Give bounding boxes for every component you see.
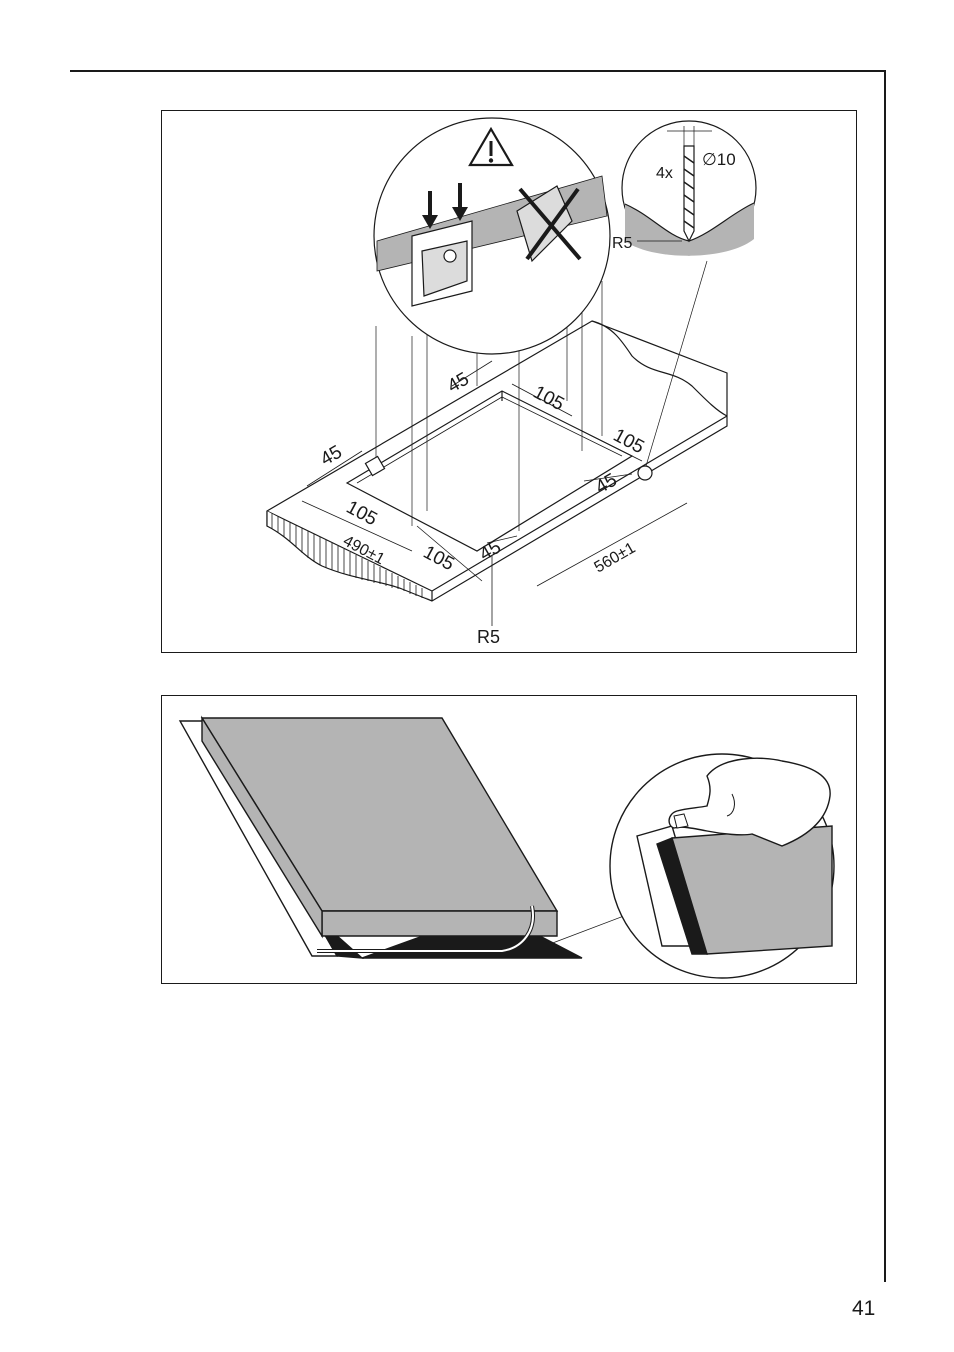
dim-depth-560: 560±1 [592, 540, 639, 577]
dim-45-left: 45 [317, 442, 346, 471]
drill-radius: R5 [612, 235, 633, 252]
top-rule [70, 70, 886, 72]
page-number: 41 [852, 1296, 875, 1322]
sealing-strip-drawing [162, 696, 856, 983]
cutout-dimension-drawing: 45 105 105 45 45 105 105 45 490±1 560±1 … [162, 111, 856, 652]
right-margin-rule [884, 70, 886, 1282]
drill-diameter: ∅10 [702, 150, 736, 169]
dim-radius-corner: R5 [477, 627, 500, 647]
cutout-dimension-figure: 45 105 105 45 45 105 105 45 490±1 560±1 … [161, 110, 857, 653]
sealing-strip-figure [161, 695, 857, 984]
drill-count: 4x [656, 165, 673, 182]
